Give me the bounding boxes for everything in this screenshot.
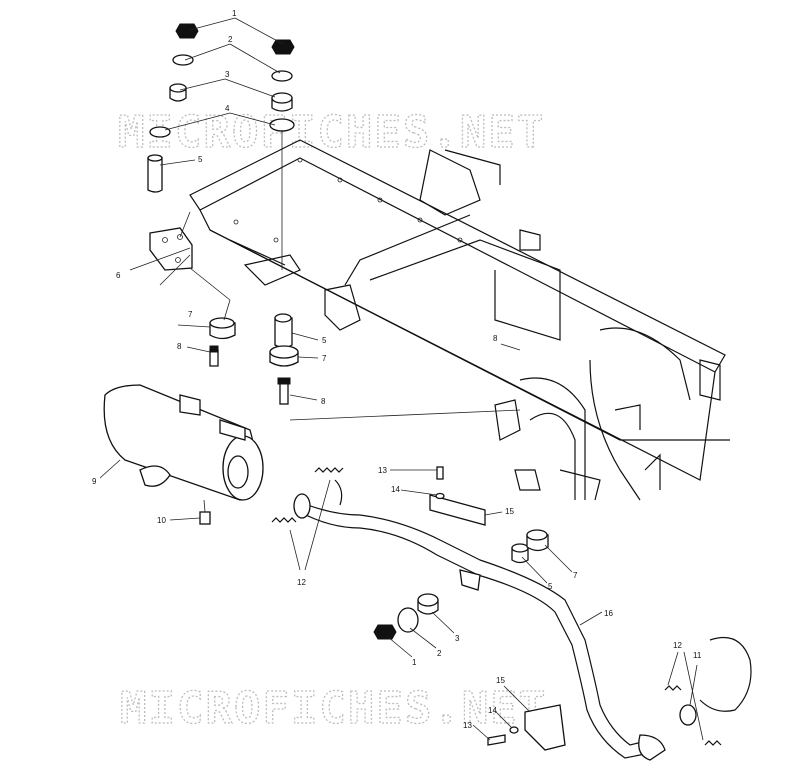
callout-10: 10 [157, 516, 166, 525]
callout-5: 5 [548, 582, 553, 591]
callout-8: 8 [177, 342, 182, 351]
callout-13: 13 [463, 721, 472, 730]
callout-2: 2 [228, 35, 233, 44]
mount-hardware-stack [147, 17, 295, 270]
frame-assembly [189, 139, 730, 501]
callout-3: 3 [225, 70, 230, 79]
callout-7: 7 [188, 310, 193, 319]
callout-12: 12 [673, 641, 682, 650]
leader-lines [99, 324, 603, 741]
callout-3: 3 [455, 634, 460, 643]
exhaust-flange [664, 636, 752, 746]
callout-11: 11 [693, 651, 702, 660]
callout-15: 15 [505, 507, 514, 516]
callout-14: 14 [488, 706, 497, 715]
callout-7: 7 [322, 354, 327, 363]
clamp-lower [487, 704, 566, 751]
callout-7: 7 [573, 571, 578, 580]
muffler-bracket [129, 211, 231, 301]
callout-2: 2 [437, 649, 442, 658]
callout-6: 6 [116, 271, 121, 280]
callout-14: 14 [391, 485, 400, 494]
callout-13: 13 [378, 466, 387, 475]
left-grommet-stack [209, 299, 236, 367]
callouts: 1 2 3 4 5 6 7 8 5 7 8 8 9 10 12 13 14 15… [92, 9, 702, 730]
lower-hardware [373, 593, 439, 640]
springs-upper [271, 467, 344, 571]
callout-4: 4 [225, 104, 230, 113]
watermark-bottom: MICROFICHES.NET [120, 683, 547, 734]
callout-8: 8 [493, 334, 498, 343]
callout-1: 1 [232, 9, 237, 18]
callout-12: 12 [297, 578, 306, 587]
callout-8: 8 [321, 397, 326, 406]
callout-5: 5 [198, 155, 203, 164]
center-grommet-stack [269, 313, 299, 405]
callout-9: 9 [92, 477, 97, 486]
callout-16: 16 [604, 609, 613, 618]
callout-15: 15 [496, 676, 505, 685]
clamp-upper [429, 466, 549, 564]
muffler [103, 384, 264, 525]
watermark-top: MICROFICHES.NET [118, 107, 545, 158]
callout-5: 5 [322, 336, 327, 345]
exhaust-pipe [293, 479, 666, 761]
callout-1: 1 [412, 658, 417, 667]
